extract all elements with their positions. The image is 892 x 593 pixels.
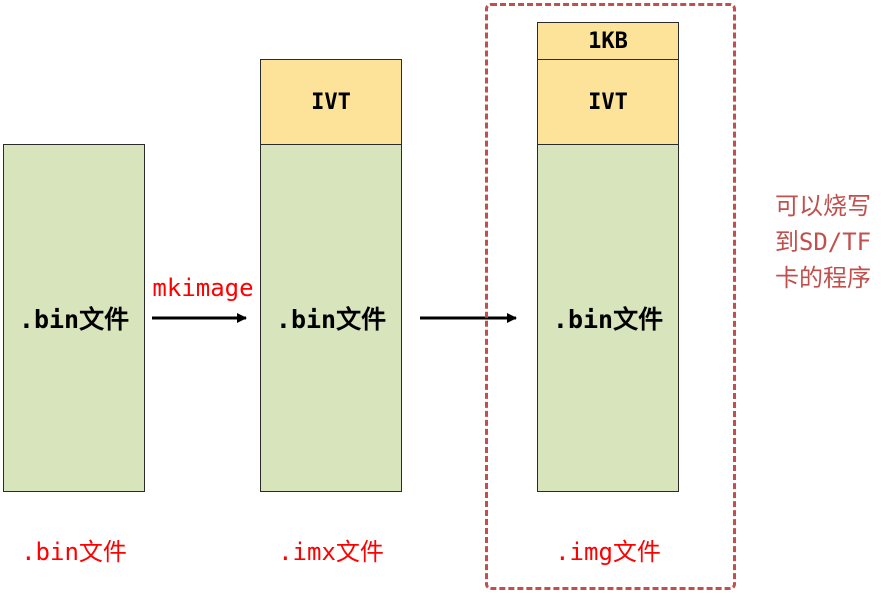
img-1kb-block: 1KB [537, 22, 679, 60]
dashed-highlight-box [485, 3, 736, 590]
bin-file-block: .bin文件 [3, 144, 145, 492]
side-note-line-2: 到SD/TF [774, 228, 872, 256]
bin-file-caption: .bin文件 [21, 538, 127, 566]
imx-ivt-text: IVT [311, 89, 351, 115]
img-ivt-block: IVT [537, 59, 679, 145]
imx-file-caption: .imx文件 [278, 538, 384, 566]
side-note-line-1: 可以烧写 [775, 192, 871, 220]
bin-file-block-text: .bin文件 [18, 305, 130, 334]
img-file-caption: .img文件 [555, 538, 661, 566]
side-note-line-3: 卡的程序 [775, 264, 871, 292]
mkimage-label: mkimage [152, 274, 254, 302]
imx-ivt-block: IVT [260, 59, 402, 145]
img-bin-block: .bin文件 [537, 144, 679, 492]
imx-bin-block-text: .bin文件 [275, 305, 387, 334]
img-1kb-text: 1KB [588, 28, 628, 54]
img-ivt-text: IVT [588, 89, 628, 115]
imx-bin-block: .bin文件 [260, 144, 402, 492]
img-bin-block-text: .bin文件 [552, 305, 664, 334]
side-note: 可以烧写 到SD/TF 卡的程序 [760, 188, 886, 296]
